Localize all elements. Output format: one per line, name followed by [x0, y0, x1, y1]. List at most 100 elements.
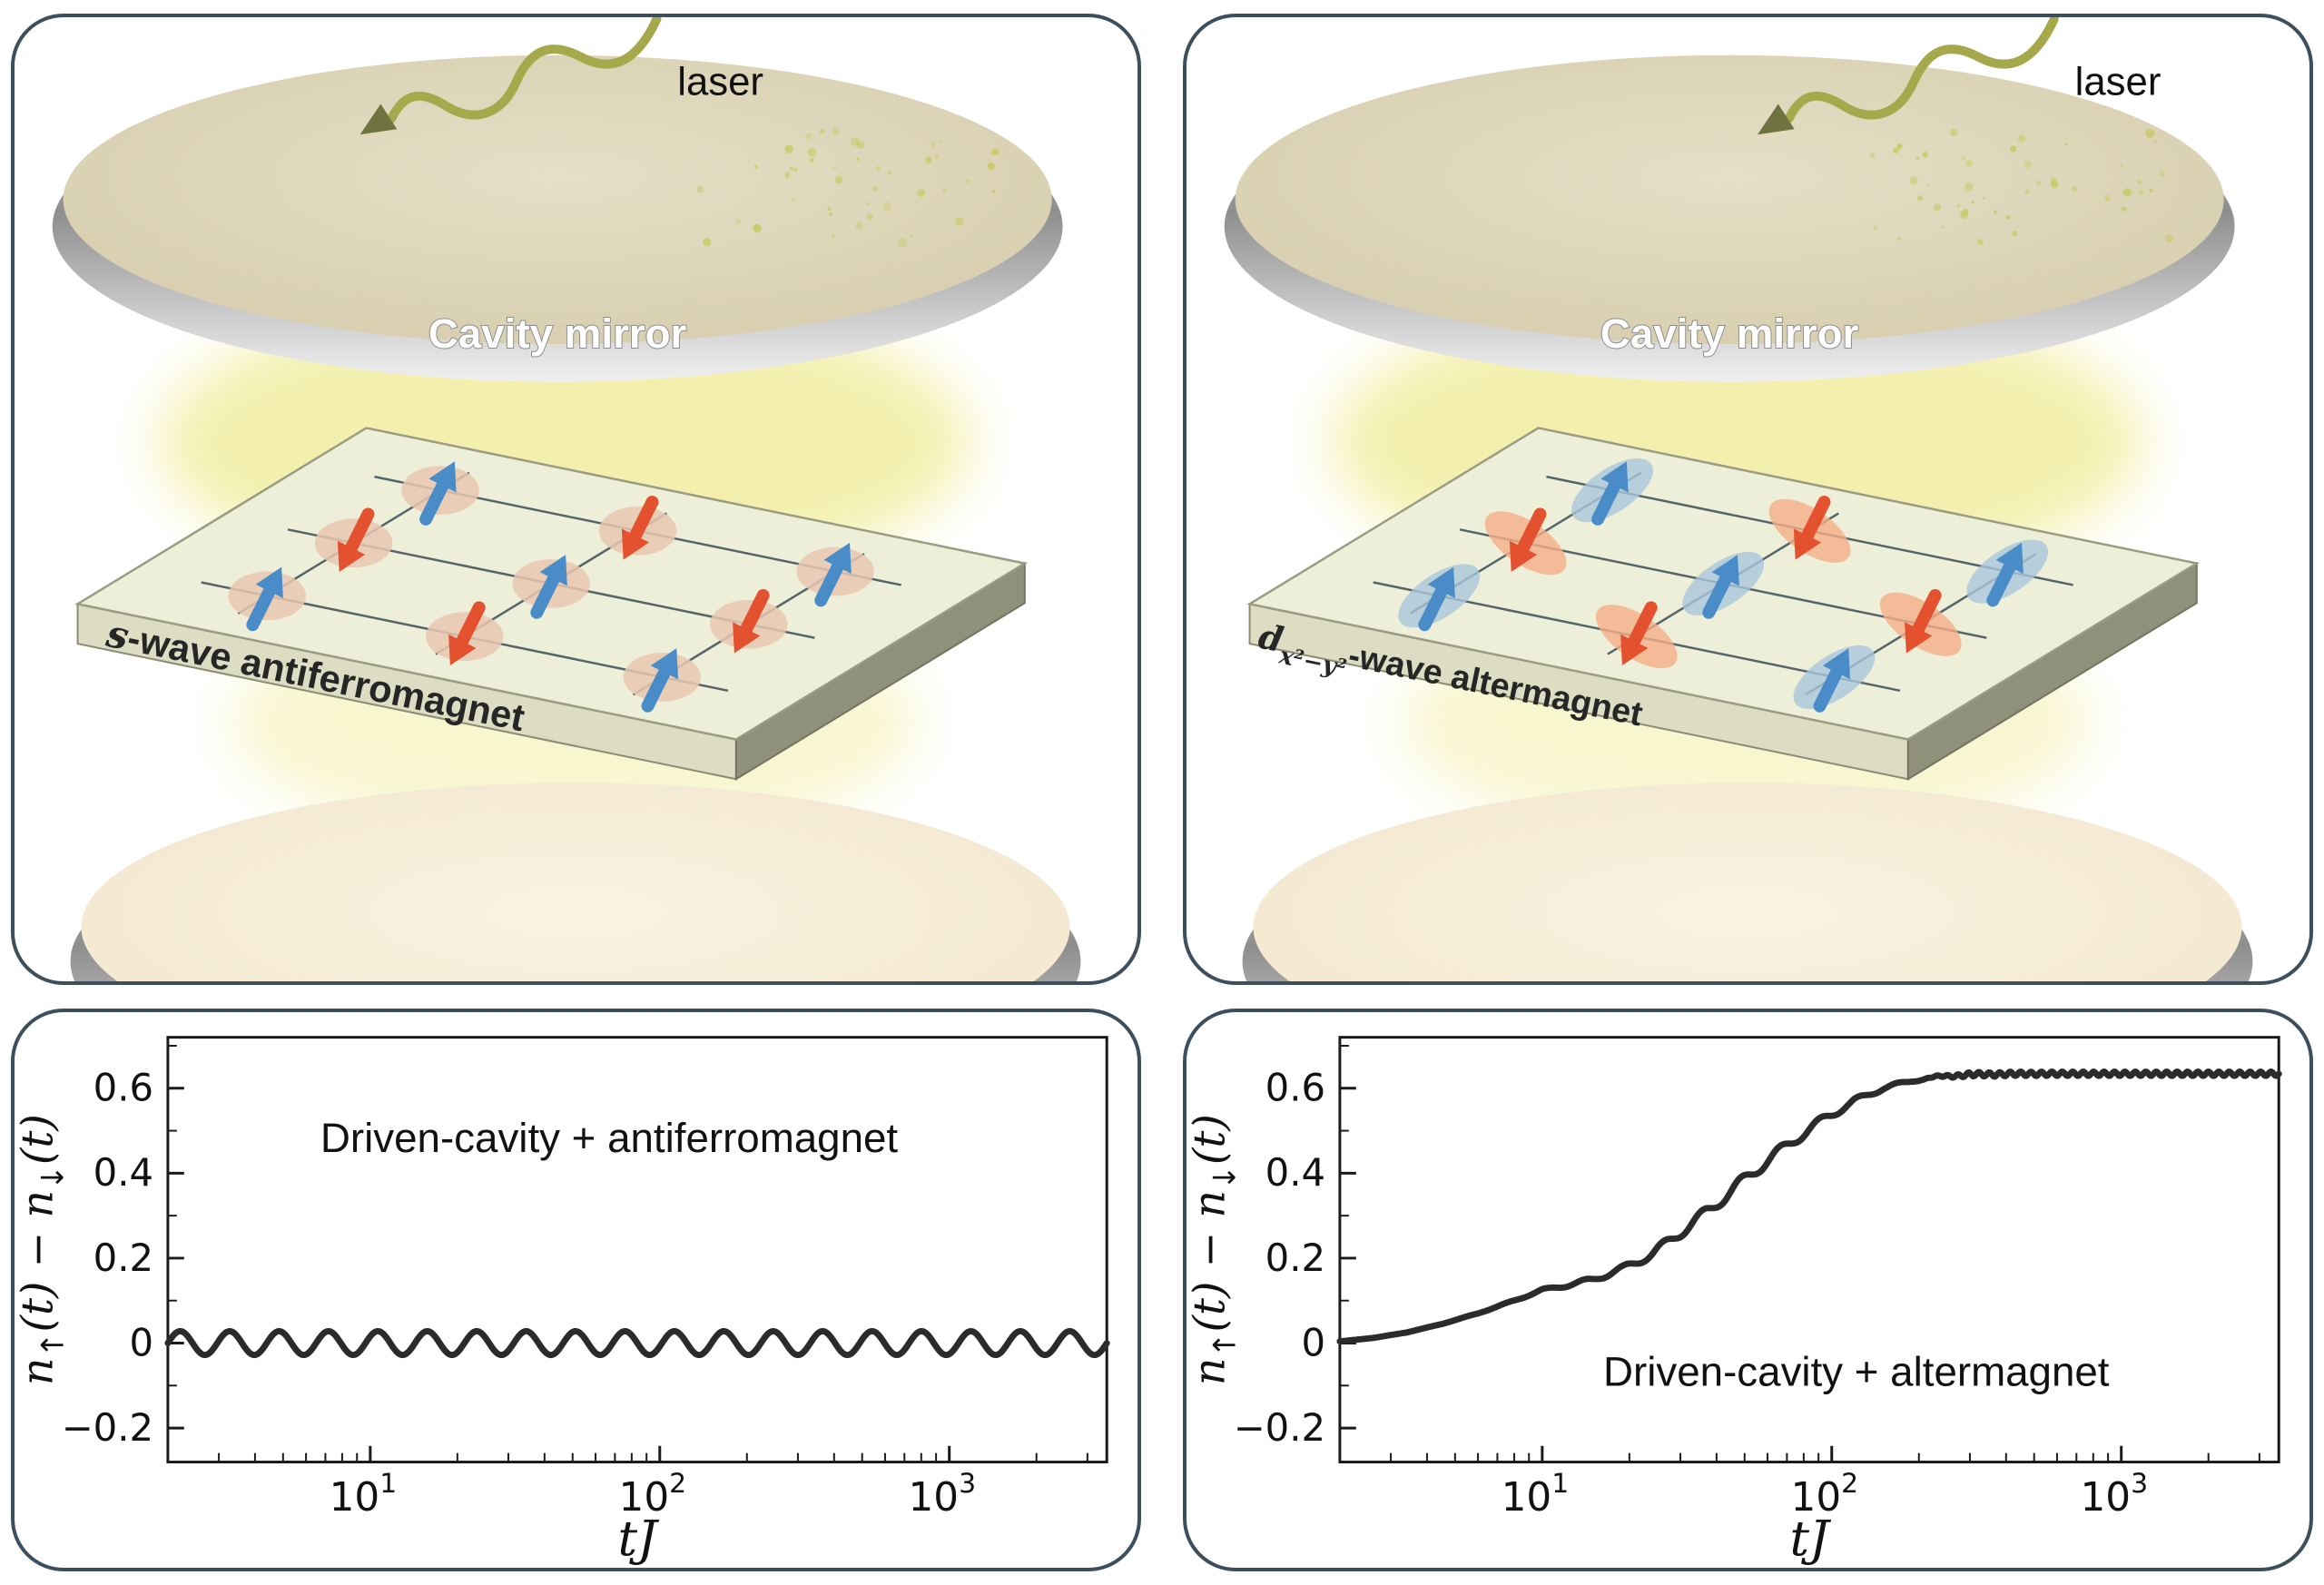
bottom-mirror	[70, 783, 1081, 981]
spin-arrow	[530, 572, 560, 619]
laser-speckle-dot	[1971, 201, 1974, 204]
laser-speckle-dot	[987, 162, 995, 171]
spin-arrow	[629, 496, 659, 542]
spin-arrow-head	[539, 555, 567, 586]
x-tick-label: 103	[908, 1468, 976, 1521]
laser-speckle-dot	[2105, 197, 2110, 202]
laser-speckle-dot	[831, 233, 835, 238]
laser-speckle-dot	[2138, 180, 2142, 184]
laser-speckle-dot	[2009, 145, 2017, 153]
top-mirror-face	[63, 54, 1052, 344]
y-tick-label: 0.6	[94, 1066, 153, 1110]
laser-speckle-dot	[2104, 193, 2110, 200]
spin-arrow	[1801, 496, 1831, 542]
spin-arrow	[419, 478, 449, 526]
laser-speckles	[1869, 128, 2173, 245]
laser-beam: laser	[359, 17, 763, 135]
laser-speckle-dot	[696, 185, 704, 193]
spin-arrow-head	[428, 461, 457, 493]
laser-speckle-dot	[2159, 170, 2166, 177]
spin-arrow	[1702, 572, 1732, 619]
spin-lattice-antiferromagnet	[201, 461, 901, 713]
spin-arrow	[1912, 588, 1942, 635]
x-tick-label: 102	[1791, 1468, 1859, 1521]
y-tick-label: 0.4	[94, 1150, 153, 1195]
laser-speckle-dot	[1909, 176, 1918, 185]
laser-speckle-dot	[910, 234, 913, 238]
laser-speckle-dot	[1933, 203, 1942, 212]
top-mirror: Cavity mirror	[52, 54, 1063, 382]
laser-speckle-dot	[942, 188, 947, 192]
laser-speckle-dot	[1964, 182, 1974, 192]
laser-speckle-dot	[1873, 225, 1877, 231]
spin-arrow	[641, 665, 671, 713]
laser-speckle-dot	[735, 219, 742, 225]
y-tick-label: 0.2	[1265, 1236, 1325, 1280]
laser-speckle-dot	[784, 171, 791, 177]
laser-speckle-dot	[1893, 147, 1899, 154]
laser-speckle-dot	[2017, 134, 2026, 143]
laser-speckle-dot	[2149, 188, 2153, 193]
laser-speckle-dot	[1941, 225, 1945, 229]
plot-box	[1338, 1036, 2280, 1464]
laser-speckle-dot	[887, 171, 892, 175]
laser-speckle-dot	[1977, 238, 1984, 245]
spin-arrow-head	[650, 648, 679, 680]
spin-lattice-altermagnet	[1373, 458, 2073, 713]
laser-speckle-dot	[2145, 129, 2155, 138]
y-tick-label: −0.2	[1234, 1405, 1325, 1450]
laser-speckle-dot	[1922, 151, 1928, 158]
laser-speckle-dot	[2050, 177, 2057, 184]
panel-antiferromagnet-cavity: s-wave antiferromagnet Cavity mirror las…	[11, 14, 1141, 985]
laser-speckle-dot	[2164, 234, 2173, 243]
y-tick-label: 0	[129, 1320, 153, 1364]
laser-speckle-dot	[832, 165, 838, 170]
plot-annotation: Driven-cavity + antiferromagnet	[320, 1115, 899, 1161]
bottom-mirror-face	[81, 783, 1070, 981]
laser-speckle-dot	[1993, 210, 1997, 214]
bottom-mirror-face	[1253, 783, 2242, 981]
laser-speckle-dot	[809, 157, 814, 163]
laser-speckle-dot	[2120, 164, 2123, 168]
laser-wave	[387, 17, 662, 123]
laser-speckle-dot	[855, 222, 863, 230]
laser-speckle-dot	[851, 137, 860, 147]
x-tick-label: 102	[619, 1468, 687, 1521]
plot-curve	[1336, 1068, 2282, 1345]
plot-curve	[164, 1327, 1110, 1359]
laser-speckle-dot	[966, 179, 970, 183]
laser-speckle-dot	[875, 165, 881, 171]
laser-speckle-dot	[784, 144, 793, 154]
spin-arrow-head	[337, 540, 366, 573]
spin-arrow-head	[1822, 648, 1851, 680]
laser-speckle-dot	[702, 238, 712, 247]
laser-speckle-dot	[2071, 185, 2078, 192]
laser-speckle-dot	[2065, 143, 2069, 146]
x-tick-label: 103	[2080, 1468, 2148, 1521]
plot-box	[166, 1036, 1108, 1464]
bottom-mirror	[1242, 783, 2253, 981]
spin-arrow	[1628, 601, 1658, 648]
laser-speckle-dot	[2035, 180, 2042, 186]
laser-speckle-dot	[2012, 231, 2018, 237]
laser-speckle-dot	[1965, 159, 1973, 167]
laser-speckle-dot	[867, 202, 871, 206]
spin-arrow	[740, 588, 770, 635]
spin-arrow-head	[621, 528, 650, 560]
spin-arrow	[1986, 560, 2016, 607]
cavity-scene-antiferromagnet: s-wave antiferromagnet Cavity mirror las…	[52, 17, 1081, 981]
laser-speckle-dot	[991, 190, 996, 193]
laser-speckle-dot	[990, 148, 999, 156]
spin-arrow-head	[1427, 566, 1455, 598]
spin-arrow-head	[448, 634, 477, 665]
laser-speckle-dot	[1962, 209, 1969, 215]
laser-speckle-dot	[2138, 190, 2144, 195]
laser-speckle-dot	[1896, 236, 1901, 241]
spin-arrow-head	[1711, 555, 1739, 586]
panel-altermagnet-cavity: dx²−y²-wave altermagnet Cavity mirror la…	[1183, 14, 2313, 985]
spin-arrow-head	[823, 542, 852, 574]
